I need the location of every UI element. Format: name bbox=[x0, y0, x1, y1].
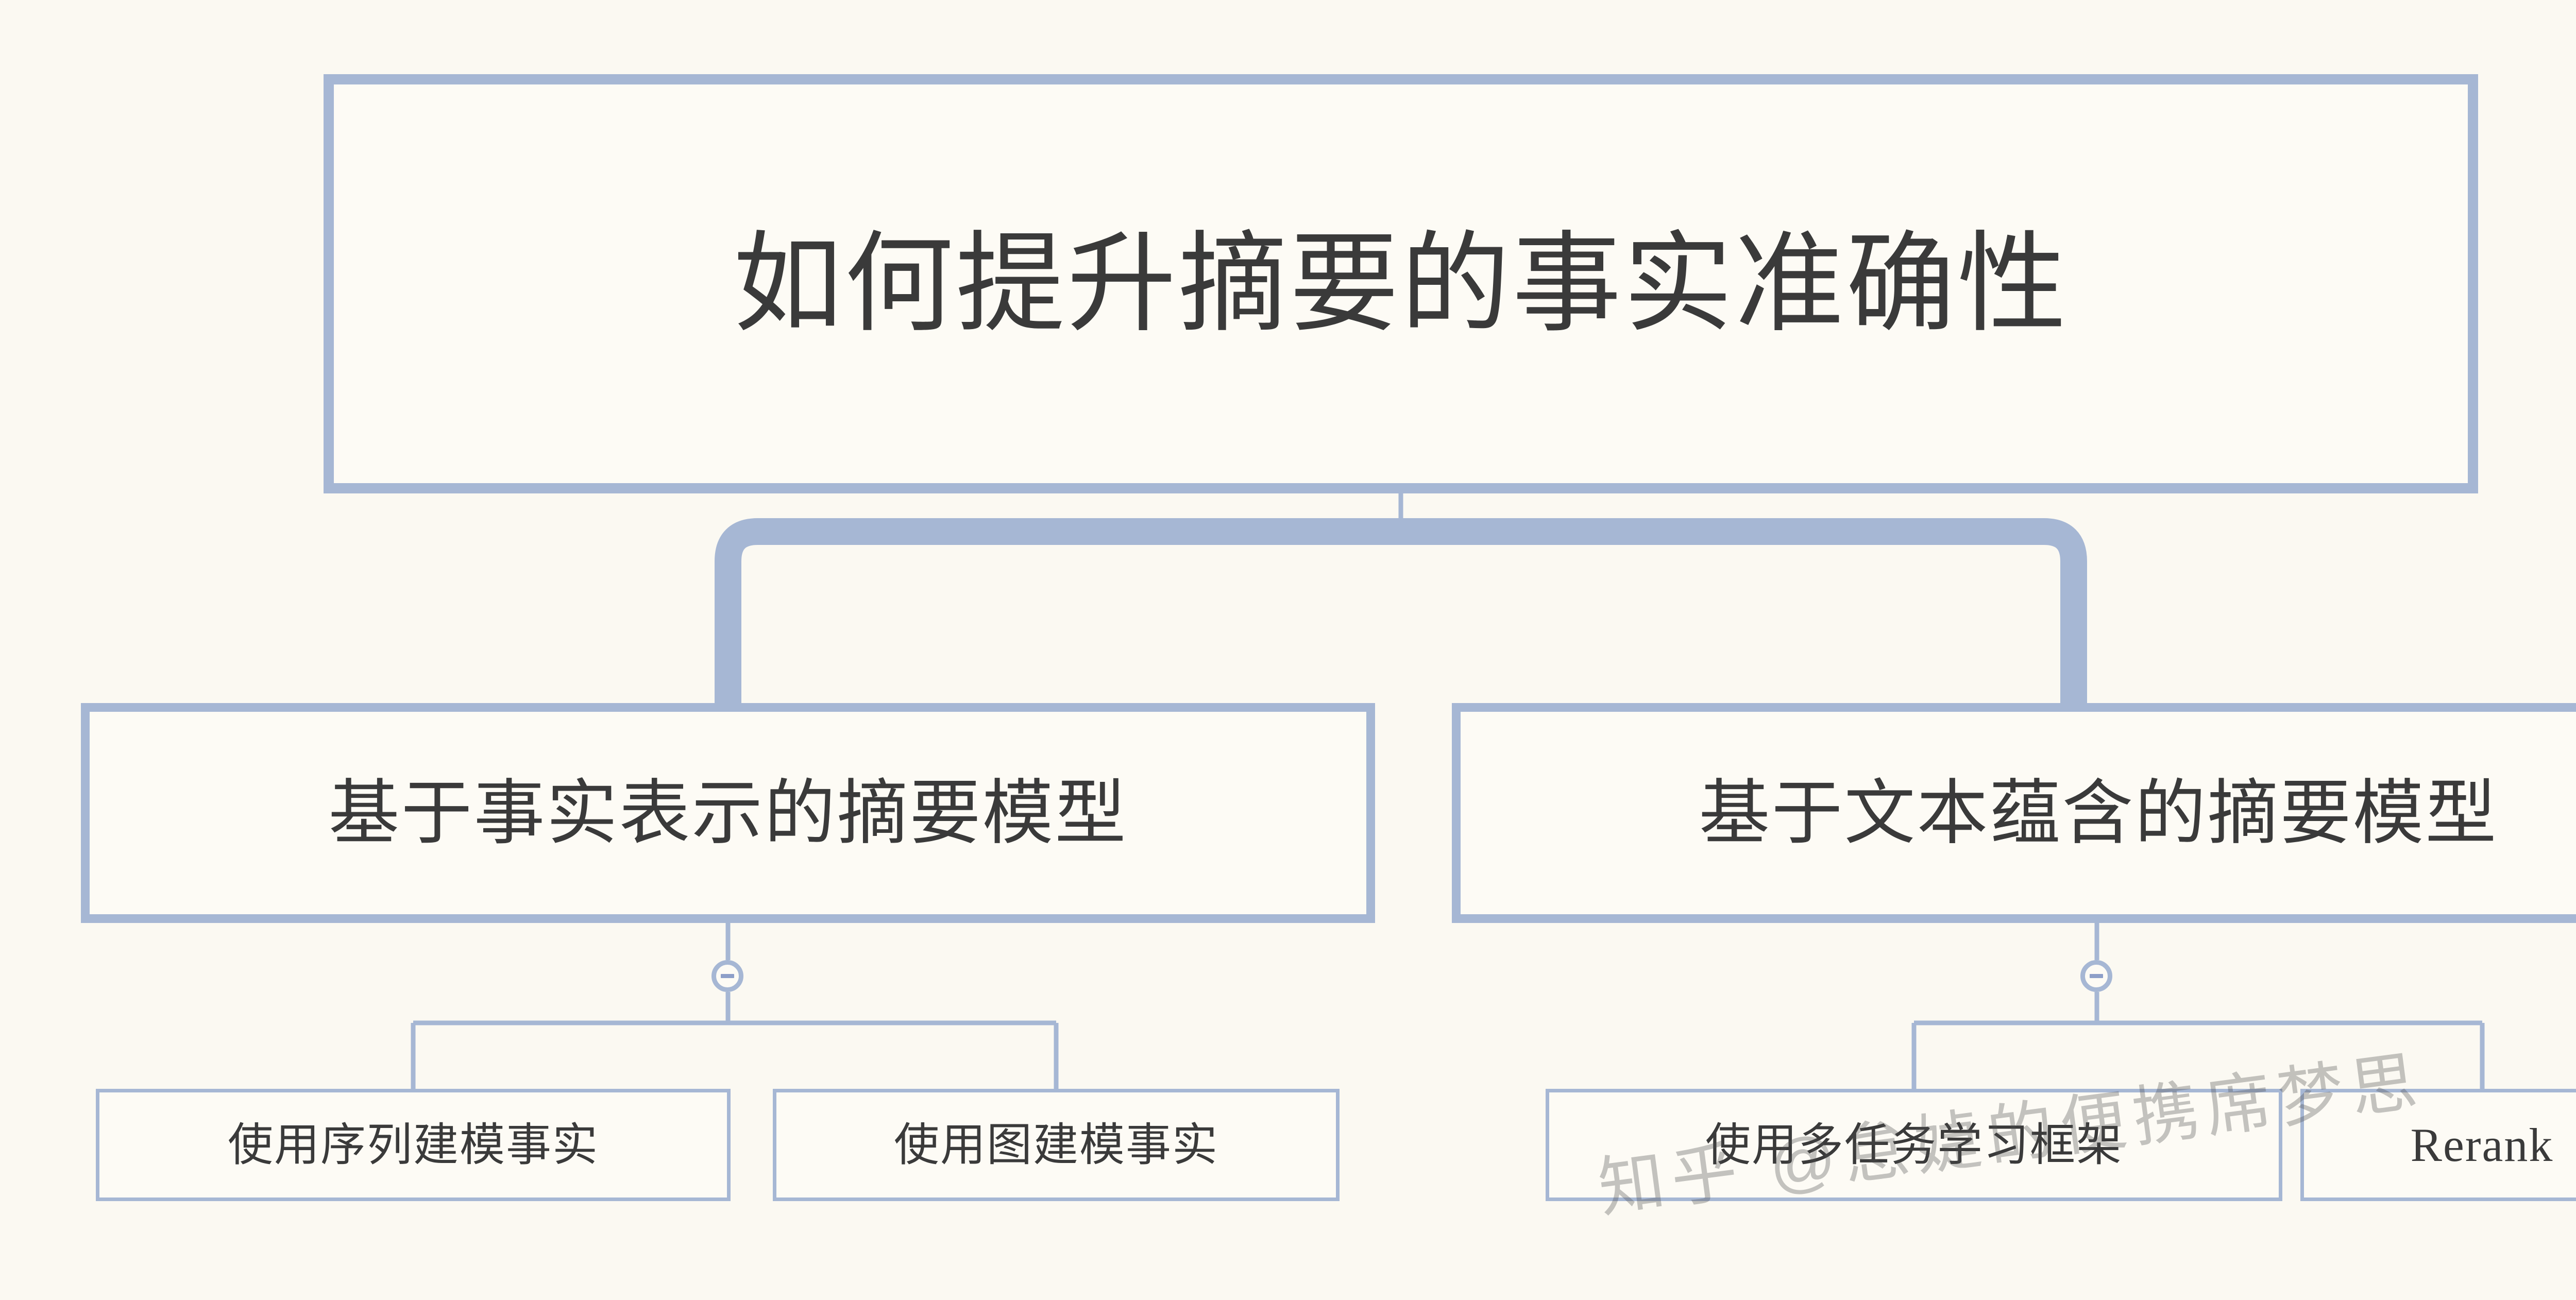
connector-root-to-branches bbox=[715, 518, 2087, 703]
leaf-node-multitask-framework[interactable]: 使用多任务学习框架 bbox=[1546, 1089, 2282, 1201]
branch-node-fact-representation[interactable]: 基于事实表示的摘要模型 bbox=[81, 703, 1375, 923]
leaf-node-sequence-modeling[interactable]: 使用序列建模事实 bbox=[96, 1089, 731, 1201]
connector-left-leaves bbox=[411, 992, 1059, 1089]
branch-node-textual-entailment[interactable]: 基于文本蕴含的摘要模型 bbox=[1452, 703, 2576, 923]
minus-icon bbox=[2090, 974, 2103, 978]
connector-right-leaves bbox=[1911, 992, 2485, 1089]
minus-icon bbox=[721, 974, 734, 978]
root-node[interactable]: 如何提升摘要的事实准确性 bbox=[324, 74, 2478, 493]
leaf-node-rerank[interactable]: Rerank bbox=[2300, 1089, 2576, 1201]
collapse-toggle-left[interactable] bbox=[711, 960, 743, 992]
collapse-toggle-right[interactable] bbox=[2080, 960, 2112, 992]
leaf-node-graph-modeling[interactable]: 使用图建模事实 bbox=[773, 1089, 1340, 1201]
